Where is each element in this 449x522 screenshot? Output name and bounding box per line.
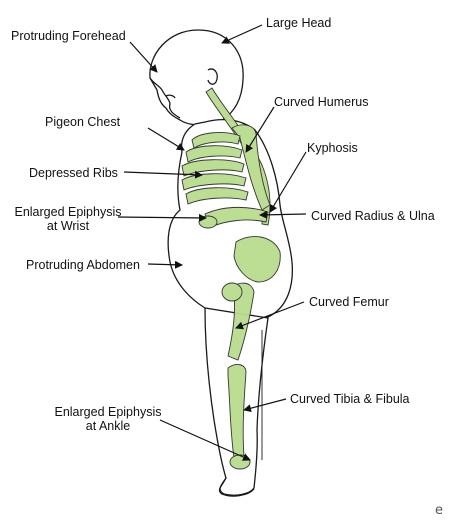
- tibia-fibula-bone: [227, 364, 247, 459]
- arrow-curved-humerus: [245, 106, 275, 153]
- arrow-enlarged-epiphysis-ankle: [159, 419, 251, 461]
- pelvis-bone: [233, 236, 281, 283]
- label-pigeon-chest: Pigeon Chest: [45, 115, 121, 129]
- humerus-bone: [231, 124, 271, 211]
- arrow-pigeon-chest: [147, 127, 185, 151]
- label-depressed-ribs: Depressed Ribs: [29, 166, 118, 180]
- label-curved-humerus: Curved Humerus: [274, 95, 369, 109]
- label-protruding-forehead: Protruding Forehead: [11, 29, 126, 43]
- arrow-curved-femur: [235, 301, 305, 330]
- label-curved-femur: Curved Femur: [309, 295, 389, 309]
- arrow-curved-tibia-fibula: [243, 398, 287, 413]
- label-curved-radius-ulna: Curved Radius & Ulna: [311, 209, 435, 223]
- label-enlarged-epiphysis-ankle-line2: at Ankle: [85, 419, 131, 433]
- rib-1: [191, 132, 241, 149]
- arrow-large-head: [221, 24, 263, 44]
- label-kyphosis: Kyphosis: [307, 141, 358, 155]
- arrow-enlarged-epiphysis-wrist: [117, 213, 207, 222]
- corner-mark: e: [435, 503, 443, 518]
- label-curved-tibia-fibula: Curved Tibia & Fibula: [290, 392, 410, 406]
- arrow-protruding-abdomen: [147, 260, 183, 269]
- femur-bone: [227, 282, 255, 361]
- arrow-curved-radius-ulna: [259, 210, 307, 219]
- label-enlarged-epiphysis-wrist: Enlarged Epiphysis at Wrist: [10, 205, 126, 233]
- label-large-head: Large Head: [266, 16, 332, 30]
- knee-bone: [221, 282, 243, 302]
- arrow-protruding-forehead: [129, 41, 158, 73]
- arrow-depressed-ribs: [123, 170, 203, 179]
- rib-5: [185, 187, 249, 205]
- label-enlarged-epiphysis-wrist-line1: Enlarged Epiphysis: [14, 205, 122, 219]
- pointer-arrows: [117, 24, 307, 461]
- rib-2: [185, 145, 243, 163]
- label-protruding-abdomen: Protruding Abdomen: [26, 258, 140, 272]
- ankle-epiphysis-bone: [229, 454, 251, 470]
- label-enlarged-epiphysis-wrist-line2: at Wrist: [46, 219, 90, 233]
- label-enlarged-epiphysis-ankle-line1: Enlarged Epiphysis: [54, 405, 162, 419]
- label-enlarged-epiphysis-ankle: Enlarged Epiphysis at Ankle: [50, 405, 166, 433]
- arrow-kyphosis: [269, 151, 307, 213]
